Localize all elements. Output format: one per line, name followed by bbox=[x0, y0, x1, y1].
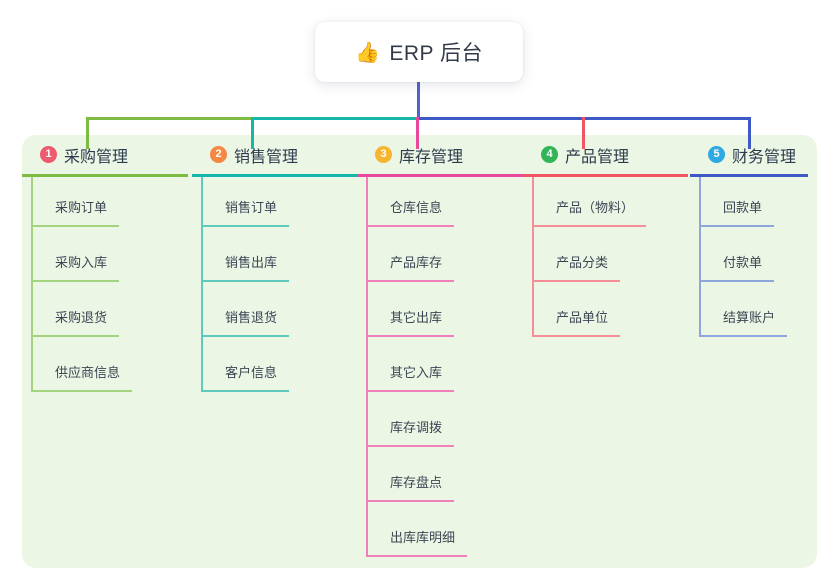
branch-inventory-label: 库存管理 bbox=[399, 148, 464, 166]
branch-purchase-children: 采购订单 采购入库 采购退货 供应商信息 bbox=[31, 177, 133, 392]
connector-root-drop bbox=[417, 82, 420, 118]
branch-product-children: 产品（物料） 产品分类 产品单位 bbox=[532, 177, 647, 337]
badge-2: 2 bbox=[210, 146, 227, 163]
branch-sales: 2 销售管理 销售订单 销售出库 销售退货 客户信息 bbox=[192, 135, 358, 392]
node-label: 库存调拨 bbox=[368, 417, 455, 447]
node-label: 出库库明细 bbox=[368, 527, 468, 557]
node-product-stock[interactable]: 产品库存 bbox=[368, 227, 467, 282]
node-customer-info[interactable]: 客户信息 bbox=[203, 337, 290, 392]
connector-drop-branch1 bbox=[86, 117, 89, 149]
branch-sales-title[interactable]: 2 销售管理 bbox=[192, 135, 358, 177]
branch-purchase: 1 采购管理 采购订单 采购入库 采购退货 供应商信息 bbox=[22, 135, 188, 392]
node-purchase-return[interactable]: 采购退货 bbox=[33, 282, 132, 337]
node-label: 产品库存 bbox=[368, 252, 455, 282]
branch-inventory-title[interactable]: 3 库存管理 bbox=[357, 135, 523, 177]
node-label: 其它入库 bbox=[368, 362, 455, 392]
node-label: 库存盘点 bbox=[368, 472, 455, 502]
connector-horizontal-branch1 bbox=[87, 117, 254, 120]
node-settlement-account[interactable]: 结算账户 bbox=[701, 282, 788, 337]
node-stock-transfer[interactable]: 库存调拨 bbox=[368, 392, 467, 447]
node-other-inbound[interactable]: 其它入库 bbox=[368, 337, 467, 392]
node-label: 销售订单 bbox=[203, 197, 290, 227]
node-stock-take[interactable]: 库存盘点 bbox=[368, 447, 467, 502]
root-node-title: ERP 后台 bbox=[389, 42, 484, 65]
branch-finance-label: 财务管理 bbox=[732, 148, 797, 166]
node-warehouse-info[interactable]: 仓库信息 bbox=[368, 177, 467, 227]
node-outbound-detail[interactable]: 出库库明细 bbox=[368, 502, 468, 557]
node-label: 结算账户 bbox=[701, 307, 788, 337]
node-label: 采购订单 bbox=[33, 197, 120, 227]
branch-finance-children: 回款单 付款单 结算账户 bbox=[699, 177, 788, 337]
connector-drop-branch4 bbox=[582, 117, 585, 149]
node-sales-return[interactable]: 销售退货 bbox=[203, 282, 290, 337]
node-purchase-inbound[interactable]: 采购入库 bbox=[33, 227, 132, 282]
branch-product-label: 产品管理 bbox=[565, 148, 630, 166]
node-sales-outbound[interactable]: 销售出库 bbox=[203, 227, 290, 282]
thumbs-up-icon: 👍 bbox=[354, 41, 381, 64]
node-label: 产品单位 bbox=[534, 307, 621, 337]
branch-sales-children: 销售订单 销售出库 销售退货 客户信息 bbox=[201, 177, 290, 392]
connector-horizontal-branch2 bbox=[252, 117, 418, 120]
node-product-category[interactable]: 产品分类 bbox=[534, 227, 646, 282]
node-label: 客户信息 bbox=[203, 362, 290, 392]
mindmap-panel bbox=[22, 135, 817, 568]
branch-inventory-children: 仓库信息 产品库存 其它出库 其它入库 库存调拨 库存盘点 出库库明细 bbox=[366, 177, 468, 557]
node-label: 其它出库 bbox=[368, 307, 455, 337]
branch-product: 4 产品管理 产品（物料） 产品分类 产品单位 bbox=[523, 135, 688, 337]
node-label: 产品分类 bbox=[534, 252, 621, 282]
branch-inventory: 3 库存管理 仓库信息 产品库存 其它出库 其它入库 库存调拨 库存盘点 出库库… bbox=[357, 135, 523, 557]
branch-purchase-title[interactable]: 1 采购管理 bbox=[22, 135, 188, 177]
connector-drop-branch3 bbox=[416, 117, 419, 149]
connector-drop-branch2 bbox=[251, 117, 254, 149]
node-receipt-bill[interactable]: 回款单 bbox=[701, 177, 787, 227]
node-product-unit[interactable]: 产品单位 bbox=[534, 282, 646, 337]
node-label: 回款单 bbox=[701, 197, 775, 227]
branch-finance-title[interactable]: 5 财务管理 bbox=[690, 135, 808, 177]
root-node[interactable]: 👍 ERP 后台 bbox=[315, 22, 523, 82]
branch-finance: 5 财务管理 回款单 付款单 结算账户 bbox=[690, 135, 808, 337]
node-sales-order[interactable]: 销售订单 bbox=[203, 177, 290, 227]
node-other-outbound[interactable]: 其它出库 bbox=[368, 282, 467, 337]
branch-product-title[interactable]: 4 产品管理 bbox=[523, 135, 688, 177]
badge-3: 3 bbox=[375, 146, 392, 163]
node-purchase-order[interactable]: 采购订单 bbox=[33, 177, 132, 227]
connector-drop-branch5 bbox=[748, 117, 751, 149]
branch-sales-label: 销售管理 bbox=[234, 148, 299, 166]
badge-1: 1 bbox=[40, 146, 57, 163]
node-label: 付款单 bbox=[701, 252, 775, 282]
badge-5: 5 bbox=[708, 146, 725, 163]
node-label: 仓库信息 bbox=[368, 197, 455, 227]
node-label: 销售出库 bbox=[203, 252, 290, 282]
node-payment-bill[interactable]: 付款单 bbox=[701, 227, 787, 282]
node-product-material[interactable]: 产品（物料） bbox=[534, 177, 647, 227]
badge-4: 4 bbox=[541, 146, 558, 163]
node-label: 销售退货 bbox=[203, 307, 290, 337]
node-label: 采购入库 bbox=[33, 252, 120, 282]
branch-purchase-label: 采购管理 bbox=[64, 148, 129, 166]
node-label: 供应商信息 bbox=[33, 362, 133, 392]
node-label: 产品（物料） bbox=[534, 197, 647, 227]
node-supplier-info[interactable]: 供应商信息 bbox=[33, 337, 133, 392]
node-label: 采购退货 bbox=[33, 307, 120, 337]
